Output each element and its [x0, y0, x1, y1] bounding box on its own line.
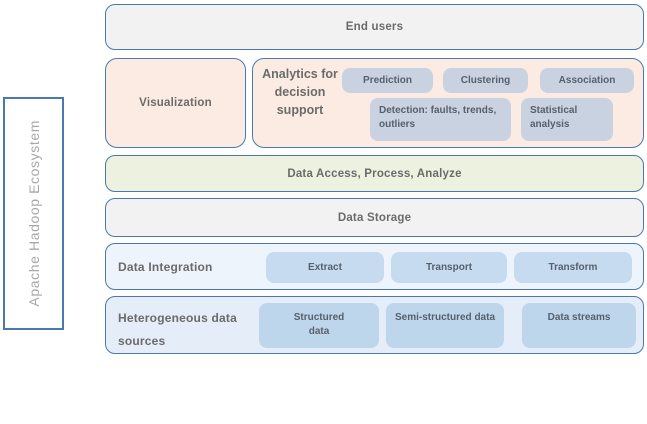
- statistical-analysis-chip: Statistical analysis: [521, 98, 613, 141]
- semi-structured-data-chip: Semi-structured data: [386, 303, 504, 348]
- transform-chip: Transform: [514, 252, 632, 283]
- visualization-layer: Visualization: [105, 58, 246, 148]
- end-users-label: End users: [345, 21, 404, 33]
- analytics-layer: Analytics for decision support Predictio…: [252, 58, 644, 148]
- data-storage-layer: Data Storage: [105, 198, 644, 237]
- data-access-layer: Data Access, Process, Analyze: [105, 155, 644, 192]
- data-storage-label: Data Storage: [337, 211, 412, 224]
- visualization-label: Visualization: [139, 97, 212, 109]
- heterogeneous-sources-layer: Heterogeneous data sources Structured da…: [105, 296, 644, 354]
- heterogeneous-sources-label: Heterogeneous data sources: [118, 311, 237, 349]
- data-integration-layer: Data Integration Extract Transport Trans…: [105, 243, 644, 290]
- extract-chip: Extract: [266, 252, 384, 283]
- apache-hadoop-ecosystem-frame: Apache Hadoop Ecosystem: [3, 97, 64, 330]
- structured-data-chip: Structured data: [259, 303, 379, 348]
- prediction-chip: Prediction: [342, 68, 433, 93]
- clustering-chip: Clustering: [443, 68, 528, 93]
- data-streams-chip: Data streams: [522, 303, 636, 348]
- apache-hadoop-ecosystem-label: Apache Hadoop Ecosystem: [25, 120, 42, 307]
- end-users-layer: End users: [105, 4, 644, 50]
- data-access-label: Data Access, Process, Analyze: [287, 167, 462, 180]
- association-chip: Association: [540, 68, 634, 93]
- data-integration-label: Data Integration: [118, 259, 213, 274]
- analytics-label: Analytics for decision support: [262, 67, 338, 117]
- transport-chip: Transport: [391, 252, 507, 283]
- detection-chip: Detection: faults, trends, outliers: [370, 98, 511, 141]
